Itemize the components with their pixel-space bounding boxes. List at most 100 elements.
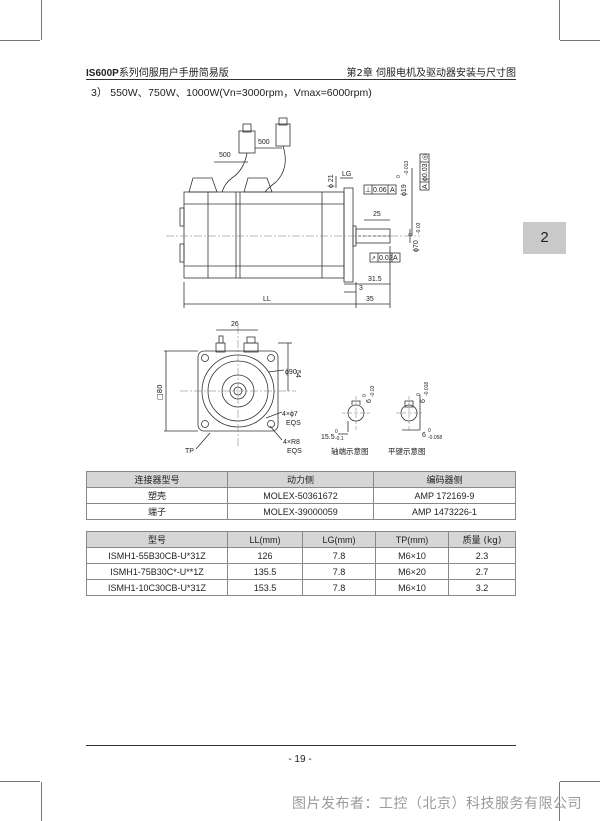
d155-tol-top: 0 [335,429,338,435]
pilot-tol-bot: -0.03 [416,222,422,234]
dim-sq80: □80 [156,384,164,400]
datum-a-1: A [390,187,395,194]
table-cell: 7.8 [302,563,376,580]
table-cell: MOLEX-39000059 [227,503,374,520]
key-height: 6 [366,399,373,403]
circ-tolerance: ϕ0.03 [422,163,429,181]
table-row: ISMH1-10C30CB-U*31Z 153.5 7.8 M6×10 3.2 [86,579,516,596]
dim-ll: LL [263,296,271,303]
table-cell: 7.8 [302,547,376,564]
crop-mark [0,781,40,782]
crop-mark [0,40,40,41]
dim-eqs-1: EQS [286,420,301,427]
crop-mark [559,782,560,821]
dim-rounds: 4×R8 [283,439,300,446]
dim-54: 54 [294,370,301,378]
circ-symbol: ◎ [421,154,429,160]
key-depth-tol-bot: -0.058 [428,435,442,441]
table-cell: M6×10 [375,547,449,564]
table-cell: 3.2 [448,579,516,596]
key-height-tol-bot: -0.03 [370,385,376,397]
table-row: 塑壳 MOLEX-50361672 AMP 172169-9 [86,487,516,504]
table-cell: ISMH1-10C30CB-U*31Z [86,579,228,596]
column-header: LL(mm) [227,531,303,548]
dim-pilot-dia: ϕ70 [413,240,420,252]
dim-31-5: 31.5 [368,276,382,283]
crop-mark [41,0,42,40]
shaft-end-caption: 轴端示意图 [331,446,369,456]
key-depth-tol-top: 0 [428,428,431,434]
datum-a-3: A [393,255,398,262]
d155-tol-bot: -0.1 [335,436,344,442]
dim-eqs-2: EQS [287,448,302,455]
key-width-tol-bot: -0.018 [424,382,430,396]
key-caption: 平键示意图 [388,446,426,456]
table-cell: 7.8 [302,579,376,596]
table-header-row: 型号 LL(mm) LG(mm) TP(mm) 质量 (kg) [86,531,516,548]
connector-table: 连接器型号 动力侧 编码器侧 塑壳 MOLEX-50361672 AMP 172… [86,471,516,520]
spec-table: 型号 LL(mm) LG(mm) TP(mm) 质量 (kg) ISMH1-55… [86,531,516,596]
table-cell: 塑壳 [86,487,228,504]
crop-mark [559,0,560,40]
table-cell: 2.7 [448,563,516,580]
chapter-tab: 2 [523,222,566,254]
key-width: 6 [420,399,427,403]
key-height-tol-top: 0 [362,394,368,397]
column-header: 型号 [86,531,228,548]
cable-length-2: 500 [258,139,270,146]
shaft-tol-top: 0 [396,175,402,178]
table-row: 端子 MOLEX-39000059 AMP 1473226-1 [86,503,516,520]
perp-symbol: ⊥ [365,186,371,194]
table-cell: ISMH1-75B30C*-U**1Z [86,563,228,580]
motor-dimension-drawing: 500 500 ϕ 21 LG ⊥ 0.06 A ϕ19 0 -0.013 ◎ … [156,117,442,456]
dim-35: 35 [366,296,374,303]
table-cell: AMP 1473226-1 [373,503,516,520]
key-depth: 6 [422,432,426,439]
column-header: 编码器侧 [373,471,516,488]
table-cell: AMP 172169-9 [373,487,516,504]
cable-length-1: 500 [219,152,231,159]
header-manual: 系列伺服用户手册简易版 [118,68,229,79]
table-row: ISMH1-75B30C*-U**1Z 135.5 7.8 M6×20 2.7 [86,563,516,580]
table-cell: 153.5 [227,579,303,596]
crop-mark [41,782,42,821]
table-cell: 2.3 [448,547,516,564]
table-cell: 端子 [86,503,228,520]
section-subtitle: 3） 550W、750W、1000W(Vn=3000rpm，Vmax=6000r… [91,87,372,99]
crop-mark [560,40,600,41]
column-header: LG(mm) [302,531,376,548]
table-row: ISMH1-55B30CB-U*31Z 126 7.8 M6×10 2.3 [86,547,516,564]
column-header: 质量 (kg) [448,531,516,548]
publisher-watermark: 图片发布者：工控（北京）科技服务有限公司 [292,796,582,812]
header-model: IS600P [86,68,119,79]
dim-d90: ϕ90 [285,369,297,376]
runout-symbol: ↗ [371,255,376,262]
column-header: 连接器型号 [86,471,228,488]
column-header: 动力侧 [227,471,374,488]
table-cell: 126 [227,547,303,564]
dim-3: 3 [359,285,363,292]
table-cell: ISMH1-55B30CB-U*31Z [86,547,228,564]
table-cell: 135.5 [227,563,303,580]
page-header: IS600P系列伺服用户手册简易版 第2章 伺服电机及驱动器安装与尺寸图 [86,64,516,79]
table-cell: M6×10 [375,579,449,596]
header-rule [86,79,516,81]
table-header-row: 连接器型号 动力侧 编码器侧 [86,471,516,488]
footer-rule [86,745,516,746]
table-cell: M6×20 [375,563,449,580]
dim-25: 25 [373,211,381,218]
perp-tolerance: 0.06 [373,187,387,194]
datum-a-2: A [422,184,429,189]
runout-tolerance: 0.02 [379,255,393,262]
dim-shaft-dia: ϕ19 [401,184,408,196]
crop-mark [560,781,600,782]
dim-lg: LG [342,171,351,178]
pilot-tol-top: 0 [408,233,414,236]
dim-26: 26 [231,321,239,328]
dim-15-5: 15.5 [321,434,335,441]
shaft-tol-bot: -0.013 [404,161,410,175]
column-header: TP(mm) [375,531,449,548]
page-number: - 19 - [288,754,312,765]
dim-d21: ϕ 21 [328,174,335,188]
key-width-tol-top: 0 [416,393,422,396]
